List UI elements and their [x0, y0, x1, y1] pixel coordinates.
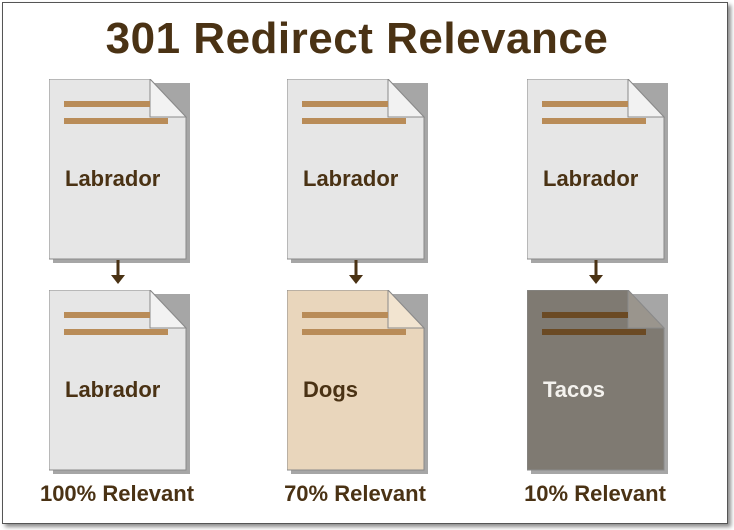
- document-label: Labrador: [65, 377, 161, 402]
- document-label: Labrador: [543, 166, 639, 191]
- document-label: Tacos: [543, 377, 605, 402]
- document-label: Labrador: [65, 166, 161, 191]
- document-icon: [527, 290, 668, 474]
- target-page: Labrador: [49, 290, 191, 474]
- source-page: Labrador: [49, 79, 191, 263]
- document-icon: [49, 290, 190, 474]
- diagram-title: 301 Redirect Relevance: [105, 14, 609, 63]
- relevance-label: 10% Relevant: [524, 481, 666, 506]
- source-page: Labrador: [287, 79, 429, 263]
- document-icon: [287, 290, 428, 474]
- document-label: Dogs: [303, 377, 358, 402]
- relevance-label: 100% Relevant: [39, 481, 195, 506]
- redirect-arrow-icon: [348, 260, 364, 286]
- redirect-arrow-icon: [110, 260, 126, 286]
- source-page: Labrador: [527, 79, 669, 263]
- document-icon: [287, 79, 428, 263]
- document-icon: [49, 79, 190, 263]
- target-page: Dogs: [287, 290, 429, 474]
- document-label: Labrador: [303, 166, 399, 191]
- relevance-label: 70% Relevant: [284, 481, 426, 506]
- document-icon: [527, 79, 668, 263]
- redirect-arrow-icon: [588, 260, 604, 286]
- target-page: Tacos: [527, 290, 669, 474]
